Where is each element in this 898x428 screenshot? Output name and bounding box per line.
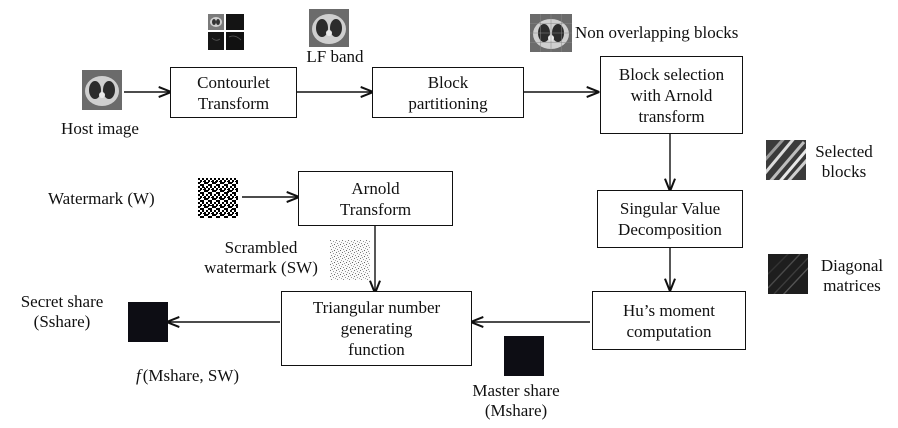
- blocks-ct-scan-icon: [530, 14, 572, 52]
- non-overlapping-blocks-label: Non overlapping blocks: [575, 23, 739, 42]
- block-partitioning-box: Block partitioning: [372, 67, 524, 118]
- selected-blocks-texture-icon: [766, 140, 806, 180]
- scrambled-watermark-noise-icon: [330, 240, 370, 280]
- arnold-transform-box: Arnold Transform: [298, 171, 453, 226]
- host-ct-scan-icon: [82, 70, 122, 110]
- secret-share-label: Secret share (Sshare): [20, 292, 104, 331]
- master-share-label: Master share (Mshare): [472, 381, 560, 420]
- triangular-function-box: Triangular number generating function: [281, 291, 472, 366]
- host-image-label: Host image: [61, 119, 139, 138]
- diagonal-matrices-label: Diagonal matrices: [820, 256, 884, 295]
- lf-band-label: LF band: [306, 47, 364, 66]
- secret-share-square-icon: [128, 302, 168, 342]
- function-symbol: f: [136, 366, 141, 385]
- block-selection-box: Block selection with Arnold transform: [600, 56, 743, 134]
- lf-band-ct-scan-icon: [309, 9, 349, 47]
- watermark-label: Watermark (W): [48, 189, 155, 208]
- hu-moment-box: Hu’s moment computation: [592, 291, 746, 350]
- diagonal-matrices-texture-icon: [768, 254, 808, 294]
- contourlet-transform-box: Contourlet Transform: [170, 67, 297, 118]
- function-arguments: (Mshare, SW): [142, 366, 240, 385]
- function-label: f(Mshare, SW): [136, 346, 286, 386]
- watermark-noise-icon: [198, 178, 238, 218]
- scrambled-watermark-label: Scrambled watermark (SW): [204, 238, 318, 277]
- svd-box: Singular Value Decomposition: [597, 190, 743, 248]
- master-share-square-icon: [504, 336, 544, 376]
- contourlet-subbands-icon: [206, 12, 246, 52]
- selected-blocks-label: Selected blocks: [815, 142, 873, 181]
